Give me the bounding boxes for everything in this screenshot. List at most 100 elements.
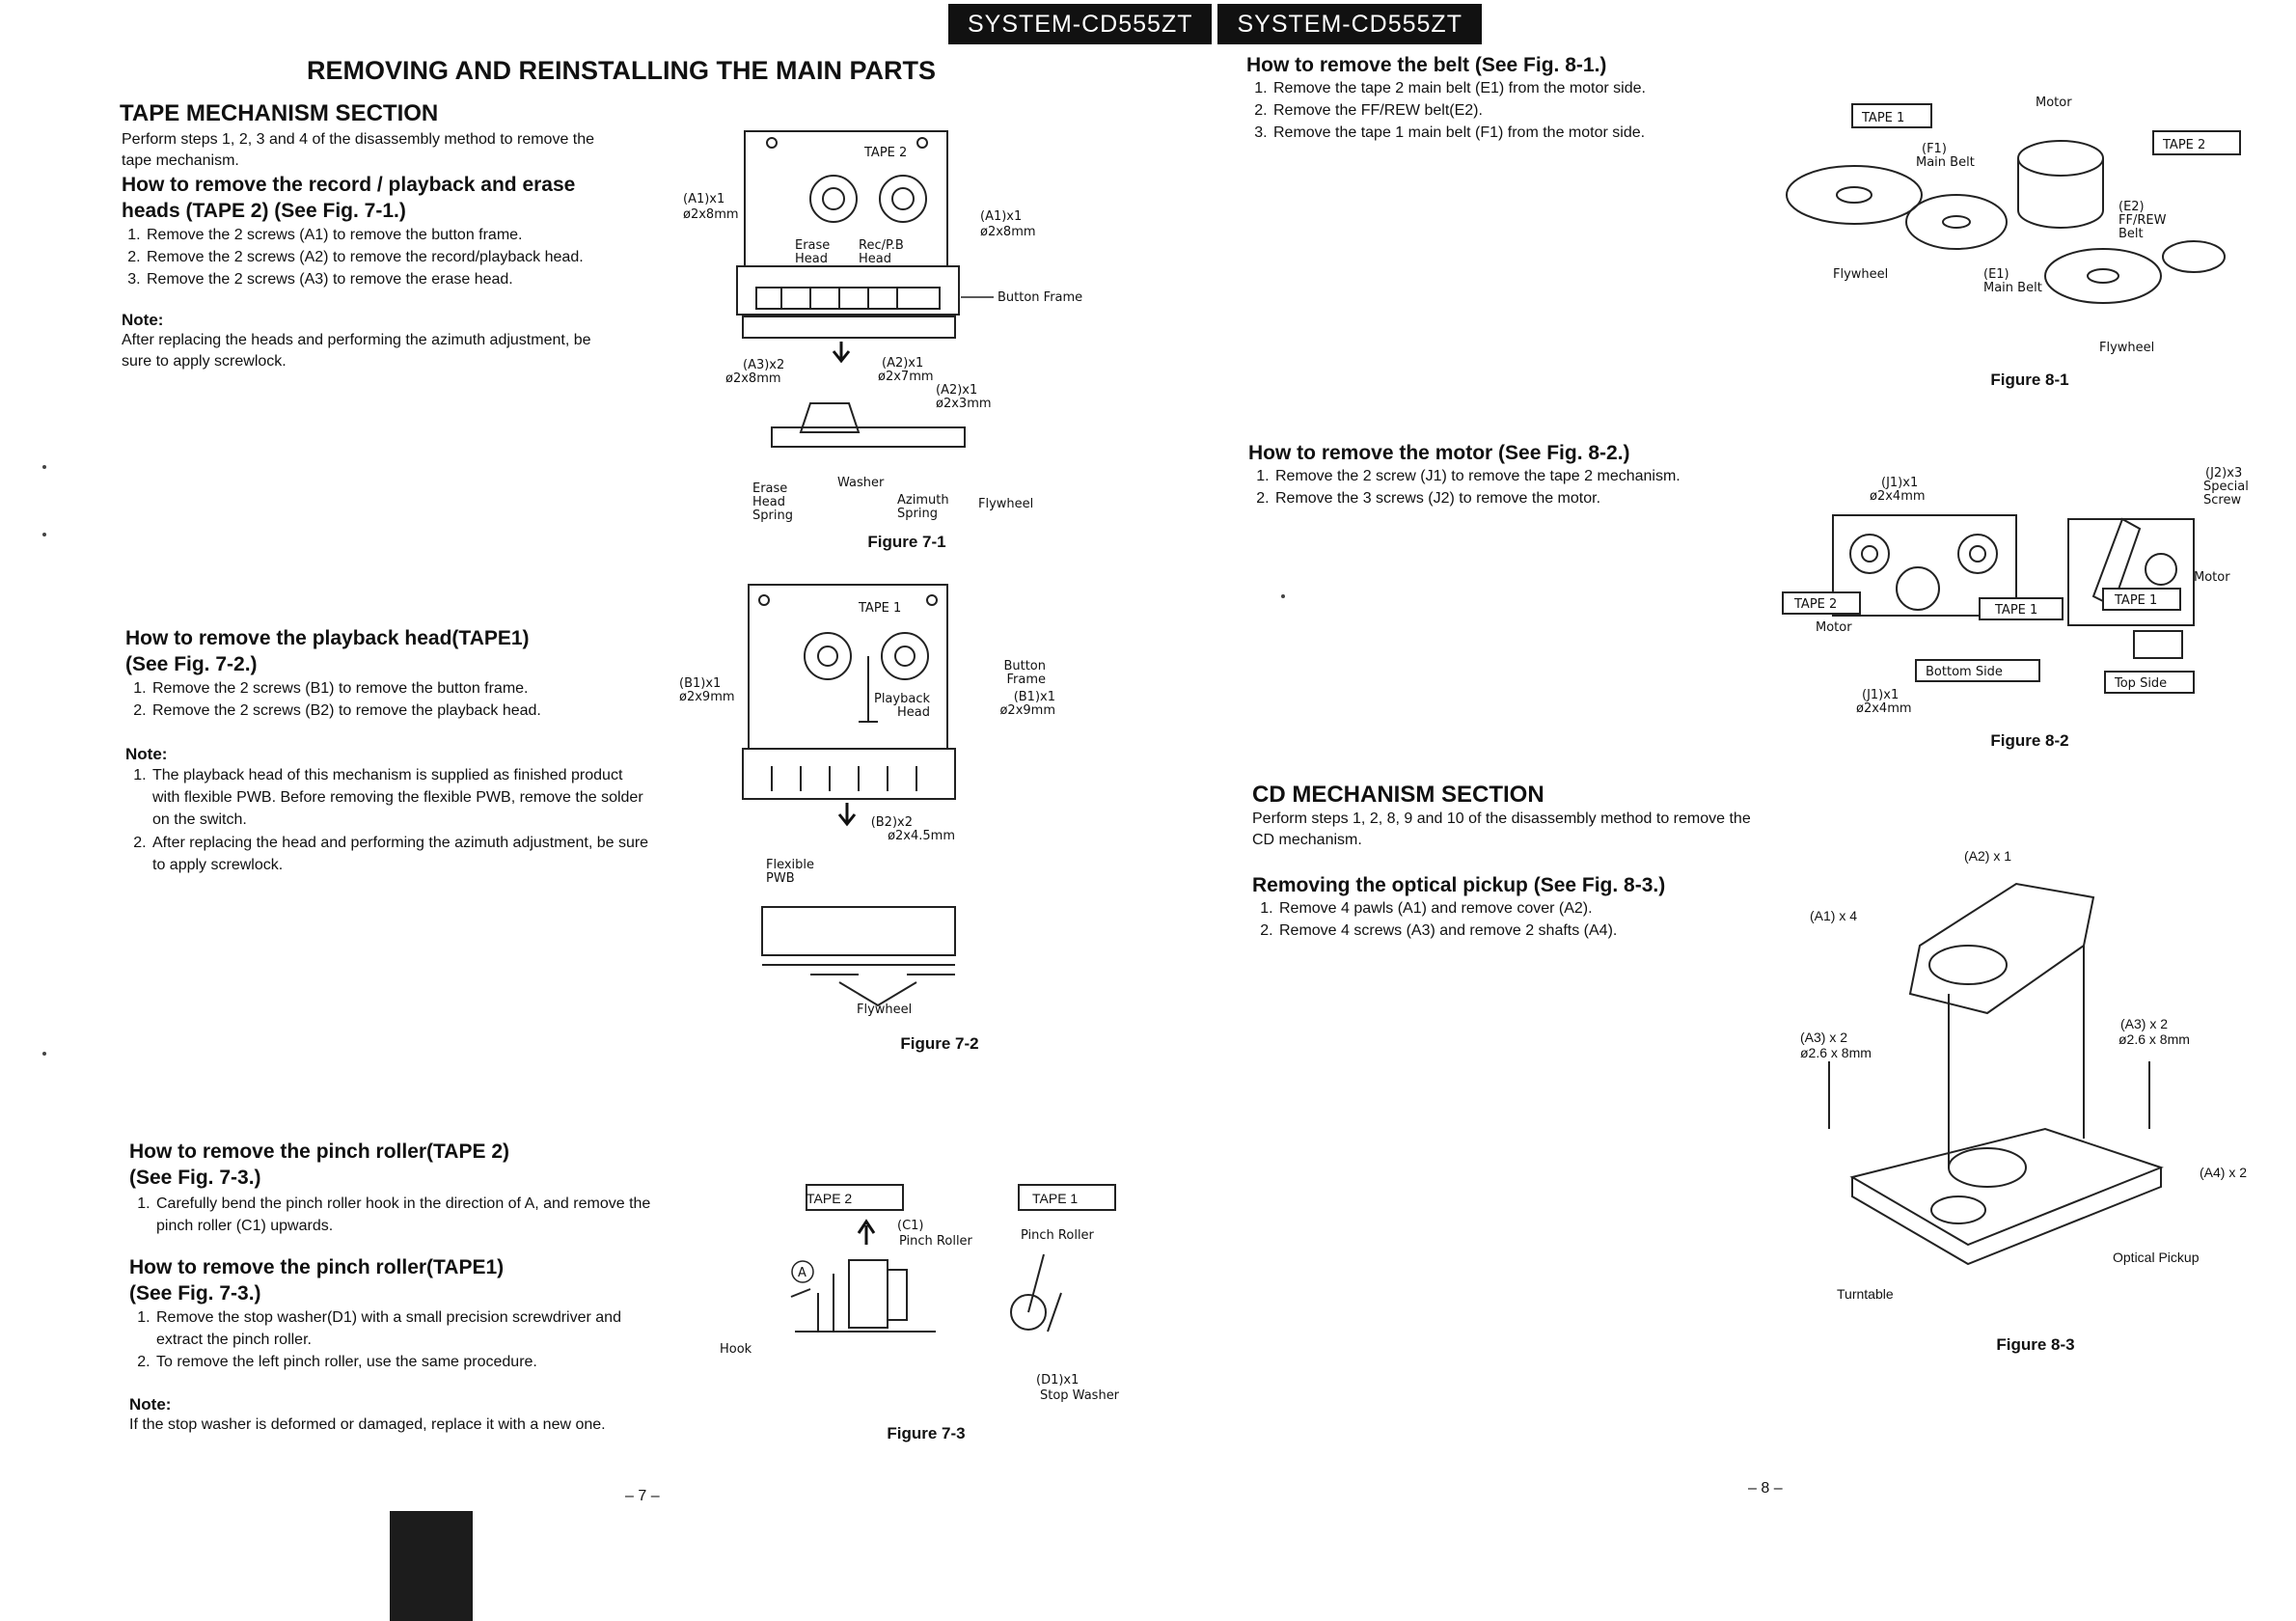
fig71-erase-head-1: Erase (795, 238, 830, 253)
playback-step: Remove the 2 screws (B2) to remove the p… (150, 700, 652, 722)
heads-title-line2: heads (TAPE 2) (See Fig. 7-1.) (122, 200, 406, 223)
fig71-erase-head-2: Head (795, 252, 828, 266)
fig71-erase-spring-1: Erase (752, 481, 787, 496)
fig81-tape1-label: TAPE 1 (1861, 111, 1904, 125)
fig71-recpb-1: Rec/P.B (859, 238, 904, 253)
fig73-tape1-label: TAPE 1 (1032, 1191, 1078, 1206)
fig81-e2-3: Belt (2118, 227, 2144, 241)
fig71-tape2-label: TAPE 2 (863, 146, 907, 160)
fig81-f1-1: (F1) (1922, 142, 1947, 156)
page-title: REMOVING AND REINSTALLING THE MAIN PARTS (307, 56, 936, 85)
pinch2-title-line1: How to remove the pinch roller(TAPE 2) (129, 1140, 509, 1163)
fig82-j2-2: Special (2203, 480, 2249, 494)
playback-notes: The playback head of this mechanism is s… (125, 764, 652, 876)
pinch2-steps: Carefully bend the pinch roller hook in … (129, 1193, 656, 1237)
fig82-tape1-right: TAPE 1 (2114, 593, 2157, 608)
optical-steps: Remove 4 pawls (A1) and remove cover (A2… (1252, 897, 1779, 942)
motor-steps: Remove the 2 screw (J1) to remove the ta… (1248, 465, 1775, 509)
fig71-recpb-2: Head (859, 252, 891, 266)
fig71-washer: Washer (837, 476, 885, 490)
pinch1-note-label: Note: (129, 1395, 172, 1414)
fig83-a3-right-1: (A3) x 2 (2120, 1016, 2168, 1031)
fig83-a3-left-2: ø2.6 x 8mm (1800, 1045, 1872, 1060)
pinch1-step: Remove the stop washer(D1) with a small … (154, 1306, 656, 1351)
playback-title: How to remove the playback head(TAPE1) (… (125, 625, 627, 678)
pinch1-title-line1: How to remove the pinch roller(TAPE1) (129, 1256, 505, 1278)
fig72-button-frame-2: Frame (1006, 673, 1046, 687)
fig82-j1-top-2: ø2x4mm (1870, 489, 1926, 504)
fig82-tape1-mid: TAPE 1 (1994, 603, 2037, 618)
fig81-e2-2: FF/REW (2118, 213, 2167, 228)
fig82-top-side: Top Side (2114, 676, 2167, 691)
fig73-pinch-roller-b: Pinch Roller (1021, 1228, 1095, 1243)
fig82-j1-top-1: (J1)x1 (1881, 476, 1918, 490)
tape-section-intro: Perform steps 1, 2, 3 and 4 of the disas… (122, 131, 595, 170)
figure-7-1-caption: Figure 7-1 (867, 533, 946, 551)
model-banner: SYSTEM-CD555ZT SYSTEM-CD555ZT (948, 4, 1482, 44)
fig81-flywheel-right: Flywheel (2099, 341, 2154, 355)
fig71-azimuth-1: Azimuth (897, 493, 949, 508)
fig71-erase-spring-2: Head (752, 495, 785, 509)
heads-note: After replacing the heads and performing… (122, 332, 591, 371)
fig73-pinch-roller-a: Pinch Roller (899, 1234, 973, 1249)
fig83-a3-right-2: ø2.6 x 8mm (2118, 1031, 2190, 1047)
fig71-a2b-2: ø2x3mm (936, 397, 992, 411)
fig71-a3-1: (A3)x2 (743, 358, 784, 372)
belt-steps: Remove the tape 2 main belt (E1) from th… (1246, 77, 1773, 145)
cd-section-title: CD MECHANISM SECTION (1252, 782, 1544, 808)
figure-8-3: (A2) x 1 (A1) x 4 (A3) x 2 ø2.6 x 8mm (A… (1800, 848, 2247, 1302)
fig81-flywheel-left: Flywheel (1833, 267, 1888, 282)
pinch2-title-line2: (See Fig. 7-3.) (129, 1167, 261, 1190)
scan-dot (42, 465, 46, 469)
playback-steps: Remove the 2 screws (B1) to remove the b… (125, 677, 652, 722)
fig73-hook: Hook (720, 1342, 752, 1357)
belt-step: Remove the tape 1 main belt (F1) from th… (1271, 122, 1773, 144)
fig71-a1-left-1: (A1)x1 (683, 192, 724, 206)
fig81-e2-1: (E2) (2118, 200, 2145, 214)
fig72-b1-right-2: ø2x9mm (999, 703, 1055, 718)
banner-right: SYSTEM-CD555ZT (1217, 4, 1482, 44)
heads-title-line1: How to remove the record / playback and … (122, 174, 576, 196)
motor-title: How to remove the motor (See Fig. 8-2.) (1248, 442, 1630, 464)
banner-left: SYSTEM-CD555ZT (948, 4, 1213, 44)
fig81-e1-2: Main Belt (1983, 281, 2042, 295)
fig73-tape2-label: TAPE 2 (806, 1191, 852, 1206)
fig83-a4: (A4) x 2 (2200, 1165, 2247, 1180)
figure-8-3-caption: Figure 8-3 (1996, 1335, 2075, 1354)
fig81-tape2-label: TAPE 2 (2162, 138, 2205, 152)
fig71-azimuth-2: Spring (897, 507, 938, 521)
belt-title: How to remove the belt (See Fig. 8-1.) (1246, 54, 1607, 76)
heads-steps: Remove the 2 screws (A1) to remove the b… (120, 224, 656, 291)
scan-dot (42, 1052, 46, 1056)
fig81-e1-1: (E1) (1983, 267, 2009, 282)
heads-step: Remove the 2 screws (A3) to remove the e… (145, 268, 656, 290)
fig72-b2-2: ø2x4.5mm (888, 829, 955, 843)
belt-step: Remove the tape 2 main belt (E1) from th… (1271, 77, 1773, 99)
playback-title-line1: How to remove the playback head(TAPE1) (125, 627, 530, 649)
page-number-left: – 7 – (625, 1488, 660, 1504)
heads-note-label: Note: (122, 311, 164, 329)
playback-title-line2: (See Fig. 7-2.) (125, 653, 258, 676)
scan-shadow (390, 1511, 473, 1621)
figure-7-3: TAPE 2 TAPE 1 (C1) Pinch Roller A Hook P… (720, 1184, 1120, 1403)
playback-note: After replacing the head and performing … (150, 832, 652, 876)
fig72-b1-right-1: (B1)x1 (1014, 690, 1055, 704)
motor-step: Remove the 3 screws (J2) to remove the m… (1273, 487, 1775, 509)
belt-step: Remove the FF/REW belt(E2). (1271, 99, 1773, 122)
fig82-tape2: TAPE 2 (1793, 597, 1837, 612)
fig83-turntable: Turntable (1837, 1286, 1894, 1302)
fig72-b2-1: (B2)x2 (871, 815, 913, 830)
figure-8-2: (J1)x1 ø2x4mm (J2)x3 Special Screw Motor… (1782, 466, 2249, 716)
fig82-j1-bot-1: (J1)x1 (1862, 688, 1899, 702)
fig71-flywheel: Flywheel (978, 497, 1033, 511)
pinch1-steps: Remove the stop washer(D1) with a small … (129, 1306, 656, 1374)
fig71-a1-left-2: ø2x8mm (683, 207, 739, 222)
figure-7-2: TAPE 1 (B1)x1 ø2x9mm Button Frame Playba… (679, 584, 1055, 1017)
fig71-erase-spring-3: Spring (752, 508, 793, 523)
motor-step: Remove the 2 screw (J1) to remove the ta… (1273, 465, 1775, 487)
fig83-optical-pickup: Optical Pickup (2113, 1250, 2200, 1265)
figure-7-3-caption: Figure 7-3 (887, 1424, 966, 1442)
fig71-a3-2: ø2x8mm (725, 371, 781, 386)
pinch2-title: How to remove the pinch roller(TAPE 2) (… (129, 1139, 631, 1192)
scan-dot (42, 533, 46, 536)
